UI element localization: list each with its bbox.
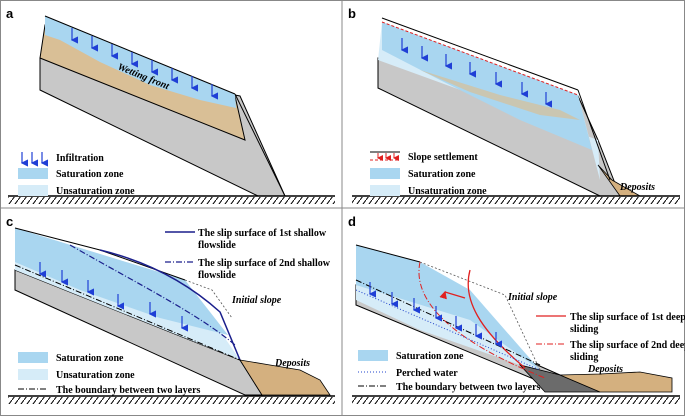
panel-c-infiltration-arrows — [38, 262, 188, 332]
panel-b-legend-settlement-icon — [377, 153, 399, 161]
panel-b-soil-patch — [420, 70, 580, 120]
panel-d-ground-hatch — [352, 397, 680, 404]
panel-a-legend-unsaturation: Unsaturation zone — [56, 186, 135, 197]
panel-c-deposits — [239, 359, 331, 396]
panel-d-infiltration-arrows — [368, 282, 502, 348]
panel-d-slip-surface-2 — [418, 261, 546, 379]
panel-a-slope-surface — [44, 15, 236, 95]
panel-d-initial-slope-label: Initial slope — [507, 292, 558, 303]
panel-b-saturation-zone — [382, 22, 592, 150]
panel-a-legend-infiltration: Infiltration — [56, 153, 104, 164]
panel-d-legend-perched: Perched water — [396, 368, 458, 379]
panel-d-movement-arrow — [439, 290, 466, 300]
panel-c-legend-saturation: Saturation zone — [56, 353, 124, 364]
panel-b: b Deposits Slope settlement — [348, 6, 680, 204]
panel-a-saturation-zone — [45, 16, 236, 108]
panel-b-deposits-label: Deposits — [619, 182, 655, 193]
panel-c-ground-hatch — [8, 397, 335, 404]
panel-c-deposits-label: Deposits — [274, 358, 310, 369]
panel-c-initial-slope-label: Initial slope — [231, 295, 282, 306]
panel-a-infiltration-arrows — [70, 28, 218, 100]
panel-a-legend-saturation-swatch — [18, 168, 48, 179]
panel-c: c The slip surface of 1st shallow flowsl… — [6, 214, 335, 404]
panel-b-ground-hatch — [352, 197, 680, 204]
panel-c-slip2-label-1: The slip surface of 2nd shallow — [198, 258, 331, 269]
panel-c-initial-slope-line — [184, 279, 233, 319]
panel-d-slip1-label-2: sliding — [570, 324, 598, 335]
panel-d-label: d — [348, 214, 356, 229]
panel-c-legend-unsaturation-swatch — [18, 369, 48, 380]
panel-d-legend-boundary: The boundary between two layers — [396, 382, 541, 393]
panel-c-legend-boundary: The boundary between two layers — [56, 385, 201, 396]
panel-a: a Wetting front Infiltration — [6, 6, 335, 204]
panel-d-slip2-label-1: The slip surface of 2nd deep — [570, 340, 685, 351]
panel-c-saturation-zone — [15, 228, 228, 335]
panel-d-slope-surface — [355, 244, 421, 263]
panel-c-label: c — [6, 214, 13, 229]
panel-a-slope-face — [234, 93, 286, 197]
panel-c-slip1-label-1: The slip surface of 1st shallow — [198, 228, 327, 239]
panel-d-slip2-label-2: sliding — [570, 352, 598, 363]
panel-a-legend-infiltration-icon — [20, 152, 48, 167]
panel-c-slip-surface-1 — [99, 249, 241, 361]
panel-c-legend-saturation-swatch — [18, 352, 48, 363]
panel-d-perched-water — [355, 289, 541, 371]
panel-c-slip1-label-2: flowslide — [198, 240, 236, 251]
panel-c-slip2-label-2: flowslide — [198, 270, 236, 281]
panel-b-legend-unsaturation-swatch — [370, 185, 400, 196]
panel-b-slope-face — [577, 89, 611, 181]
panel-b-legend-saturation: Saturation zone — [408, 169, 476, 180]
panel-b-legend-unsaturation: Unsaturation zone — [408, 186, 487, 197]
panel-d-deposits-label: Deposits — [587, 364, 623, 375]
panel-c-legend-unsaturation: Unsaturation zone — [56, 370, 135, 381]
panel-a-legend-unsaturation-swatch — [18, 185, 48, 196]
panel-d-legend-saturation-swatch — [358, 350, 388, 361]
panel-d-deposits — [559, 371, 673, 393]
panel-b-infiltration-arrows — [400, 38, 552, 108]
panel-b-label: b — [348, 6, 356, 21]
panel-b-legend-saturation-swatch — [370, 168, 400, 179]
panel-a-label: a — [6, 6, 14, 21]
panel-c-layer-boundary — [14, 264, 241, 361]
panel-b-legend-settlement: Slope settlement — [408, 152, 478, 163]
panel-a-ground-hatch — [8, 197, 335, 204]
panel-d-layer-boundary — [355, 279, 541, 366]
panel-d-slip1-label-1: The slip surface of 1st deep — [570, 312, 685, 323]
panel-d-unsaturation-zone — [356, 285, 540, 370]
panel-b-settled-surface — [381, 17, 579, 91]
panel-d-legend-saturation: Saturation zone — [396, 351, 464, 362]
panel-a-legend-saturation: Saturation zone — [56, 169, 124, 180]
panel-d: d Initial slope The slip surface of 1st … — [348, 214, 685, 404]
panel-d-slip-surface-1 — [467, 269, 526, 369]
